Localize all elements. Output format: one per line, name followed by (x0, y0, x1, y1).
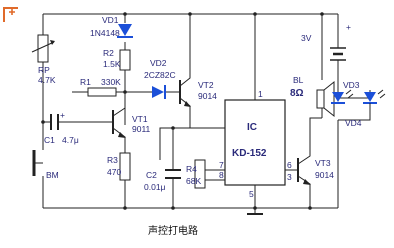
corner-marker (3, 7, 18, 22)
c1-ref: C1 (44, 135, 55, 145)
ground-icon (247, 208, 263, 215)
svg-text:+: + (60, 110, 65, 120)
pin-3-label: 3 (287, 172, 292, 182)
vd3-ref: VD3 (343, 80, 360, 90)
vt2-transistor (179, 30, 191, 108)
pin-6-label: 6 (287, 160, 292, 170)
vd2-diode (152, 85, 166, 99)
r1-ref: R1 (80, 77, 91, 87)
circuit-diagram: VD1 1N4148 R2 1.5K RP 4.7K R1 330K VD2 2… (3, 7, 386, 237)
vt2-part: 9014 (198, 91, 217, 101)
vd2-ref: VD2 (150, 58, 167, 68)
ic-chip (224, 99, 286, 186)
vt1-part: 9011 (132, 124, 151, 134)
r1-resistor (87, 87, 117, 97)
vd4-ref: VD4 (345, 118, 362, 128)
c1-capacitor: + (50, 110, 65, 130)
r4-resistor (194, 159, 206, 189)
vd4-led (338, 89, 386, 121)
c1-value: 4.7μ (62, 135, 79, 145)
pin-1-label: 1 (258, 89, 263, 99)
microphone-icon (32, 150, 43, 176)
vd3-led (331, 89, 354, 104)
vd1-diode (117, 24, 133, 38)
rp-potentiometer (31, 34, 55, 63)
c2-ref: C2 (146, 170, 157, 180)
rp-value: 4.7K (38, 75, 56, 85)
speaker-ref: BL (293, 75, 304, 85)
r2-ref: R2 (103, 48, 114, 58)
r3-resistor (119, 152, 131, 181)
pin-7-label: 7 (219, 160, 224, 170)
diagram-caption: 声控打电路 (148, 224, 198, 237)
r2-value: 1.5K (103, 59, 121, 69)
vt3-ref: VT3 (315, 158, 331, 168)
r2-resistor (119, 49, 131, 71)
r1-value: 330K (101, 77, 121, 87)
speaker-value: 8Ω (290, 88, 304, 99)
pin-8-label: 8 (219, 170, 224, 180)
vd1-ref: VD1 (102, 15, 119, 25)
vt2-ref: VT2 (198, 80, 214, 90)
vt3-transistor (297, 150, 311, 192)
ic-part: KD-152 (232, 148, 267, 159)
battery-value: 3V (301, 33, 312, 43)
rp-ref: RP (38, 65, 50, 75)
vd1-part: 1N4148 (90, 28, 120, 38)
wires (42, 13, 371, 209)
ic-ref: IC (247, 122, 257, 133)
svg-text:+: + (346, 22, 351, 32)
c2-capacitor (165, 169, 181, 179)
speaker-icon (316, 80, 335, 118)
vt1-ref: VT1 (132, 114, 148, 124)
r3-value: 470 (107, 167, 121, 177)
battery-3v: + (330, 22, 351, 61)
vd2-part: 2CZ82C (144, 70, 176, 80)
c2-value: 0.01μ (144, 182, 166, 192)
schematic-svg: VD1 1N4148 R2 1.5K RP 4.7K R1 330K VD2 2… (3, 7, 386, 237)
vt3-part: 9014 (315, 170, 334, 180)
vt1-transistor (112, 107, 126, 140)
r4-ref: R4 (186, 164, 197, 174)
pin-5-label: 5 (249, 189, 254, 199)
r3-ref: R3 (107, 155, 118, 165)
r4-value: 68K (186, 176, 201, 186)
mic-ref: BM (46, 170, 59, 180)
